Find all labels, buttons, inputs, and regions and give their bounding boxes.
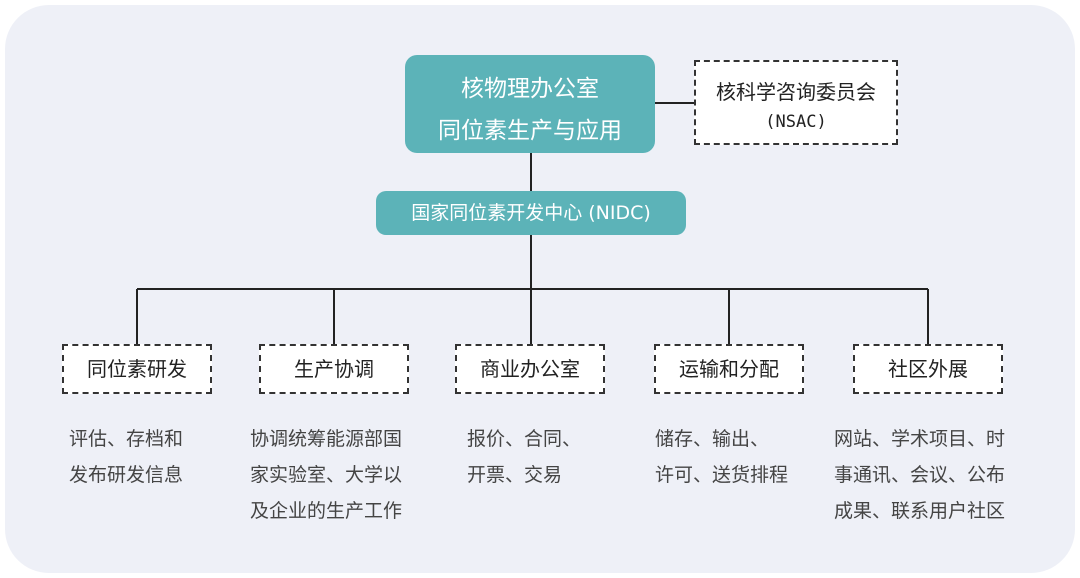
advisory-abbrev: (NSAC) (765, 112, 827, 132)
center-box: 国家同位素开发中心 (NIDC) (376, 191, 686, 235)
dept-box-business: 商业办公室 (455, 344, 605, 394)
dept-desc-production: 协调统筹能源部国 家实验室、大学以 及企业的生产工作 (250, 428, 403, 522)
dept-box-rd: 同位素研发 (62, 344, 212, 394)
office-subtitle: 同位素生产与应用 (438, 118, 622, 144)
dept-desc-business: 报价、合同、 开票、交易 (467, 428, 582, 486)
dept-desc-transport: 储存、输出、 许可、送货排程 (655, 428, 789, 486)
dept-desc-outreach: 网站、学术项目、时 事通讯、会议、公布 成果、联系用户社区 (834, 428, 1006, 522)
office-box: 核物理办公室 同位素生产与应用 (405, 55, 655, 153)
advisory-box: 核科学咨询委员会 (NSAC) (694, 60, 898, 145)
dept-box-outreach: 社区外展 (853, 344, 1003, 394)
dept-box-production: 生产协调 (259, 344, 409, 394)
dept-box-transport: 运输和分配 (654, 344, 804, 394)
office-title: 核物理办公室 (461, 76, 599, 102)
dept-desc-rd: 评估、存档和 发布研发信息 (69, 428, 184, 486)
advisory-title: 核科学咨询委员会 (716, 80, 876, 104)
